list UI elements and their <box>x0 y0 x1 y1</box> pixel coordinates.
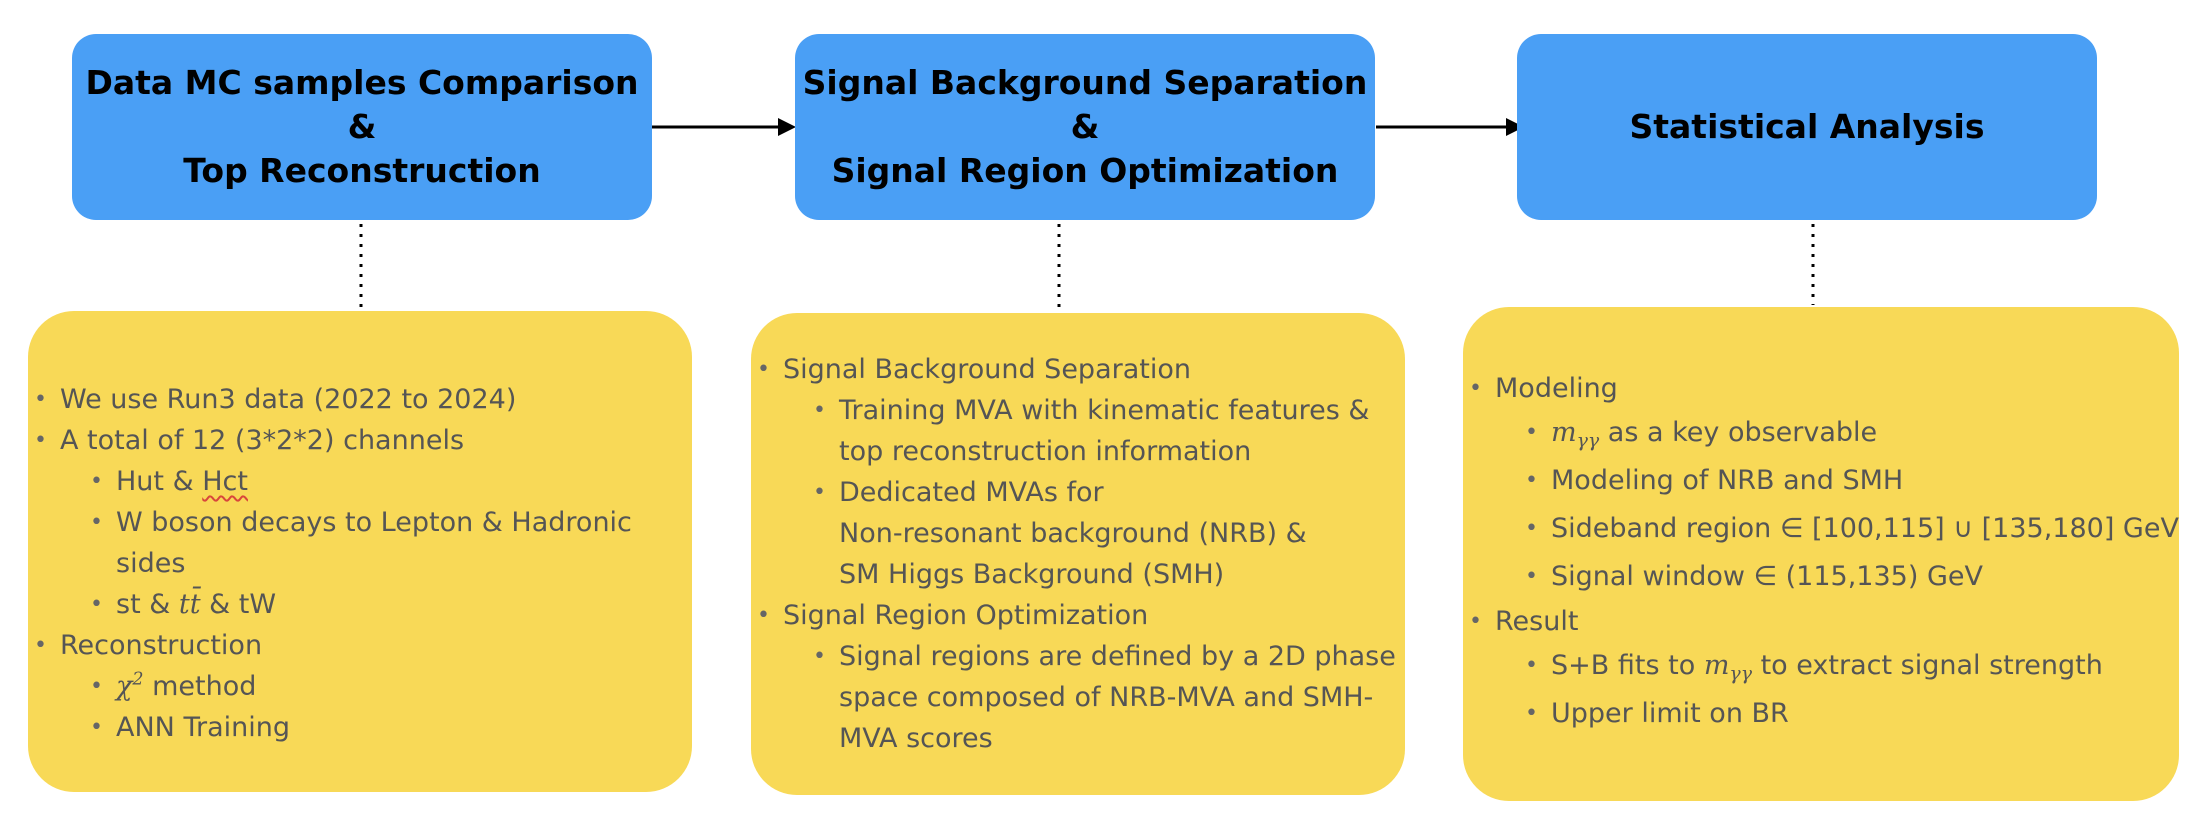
list-item: • Signal Background Separation <box>751 349 1405 390</box>
list-item: • W boson decays to Lepton & Hadronic si… <box>28 502 692 584</box>
panel-2-list: • Signal Background Separation • Trainin… <box>751 349 1405 759</box>
bullet-icon: • <box>90 592 103 617</box>
bullet-icon: • <box>813 644 826 669</box>
header-1-line-3: Top Reconstruction <box>183 151 541 190</box>
header-box-data-mc-comparison: Data MC samples Comparison & Top Reconst… <box>72 34 652 220</box>
spellcheck-underline: Hct <box>202 466 248 497</box>
bullet-icon: • <box>1525 564 1538 589</box>
header-1-line-1: Data MC samples Comparison <box>85 63 639 102</box>
bullet-icon: • <box>757 603 770 628</box>
math-m-gamma-gamma: mγγ <box>1551 417 1600 452</box>
list-item: • Signal regions are defined by a 2D pha… <box>751 636 1405 759</box>
header-1-line-2: & <box>347 107 377 146</box>
list-item: • We use Run3 data (2022 to 2024) <box>28 379 692 420</box>
panel-signal-background-details: • Signal Background Separation • Trainin… <box>751 313 1405 795</box>
list-item: • mγγ as a key observable <box>1463 409 2179 457</box>
bullet-icon: • <box>1469 376 1482 401</box>
list-item: • st & tt̄ & tW <box>28 584 692 625</box>
list-item: • Reconstruction <box>28 625 692 666</box>
list-item: • Modeling <box>1463 368 2179 409</box>
list-item: • Dedicated MVAs for Non-resonant backgr… <box>751 472 1405 595</box>
math-chi-squared: χ2 <box>116 669 144 702</box>
list-item: • A total of 12 (3*2*2) channels <box>28 420 692 461</box>
math-m-gamma-gamma: mγγ <box>1703 650 1753 685</box>
list-item: • Upper limit on BR <box>1463 690 2179 738</box>
panel-3-list: • Modeling • mγγ as a key observable • M… <box>1463 368 2179 738</box>
bullet-icon: • <box>90 469 103 494</box>
list-item: • ANN Training <box>28 707 692 748</box>
bullet-icon: • <box>813 398 826 423</box>
panel-statistical-details: • Modeling • mγγ as a key observable • M… <box>1463 307 2179 801</box>
bullet-icon: • <box>34 633 47 658</box>
list-item: • Training MVA with kinematic features &… <box>751 390 1405 472</box>
bullet-icon: • <box>34 387 47 412</box>
bullet-icon: • <box>1525 468 1538 493</box>
bullet-icon: • <box>1469 609 1482 634</box>
bullet-icon: • <box>813 480 826 505</box>
header-3-line-1: Statistical Analysis <box>1629 107 1985 146</box>
list-item: • Signal Region Optimization <box>751 595 1405 636</box>
header-box-statistical-analysis: Statistical Analysis <box>1517 34 2097 220</box>
flow-arrow-1 <box>646 118 796 136</box>
bullet-icon: • <box>90 674 103 699</box>
list-item: • Signal window ∈ (115,135) GeV <box>1463 553 2179 601</box>
list-item: • Sideband region ∈ [100,115] ∪ [135,180… <box>1463 505 2179 553</box>
bullet-icon: • <box>90 510 103 535</box>
panel-data-mc-details: • We use Run3 data (2022 to 2024) • A to… <box>28 311 692 792</box>
header-2-line-1: Signal Background Separation <box>802 63 1368 102</box>
bullet-icon: • <box>1525 420 1538 445</box>
bullet-icon: • <box>34 428 47 453</box>
list-item: • S+B fits to mγγ to extract signal stre… <box>1463 642 2179 690</box>
list-item: • Modeling of NRB and SMH <box>1463 457 2179 505</box>
bullet-icon: • <box>90 715 103 740</box>
list-item: • χ2 method <box>28 666 692 707</box>
header-2-line-3: Signal Region Optimization <box>831 151 1339 190</box>
header-box-signal-background-separation: Signal Background Separation & Signal Re… <box>795 34 1375 220</box>
bullet-icon: • <box>1525 653 1538 678</box>
bullet-icon: • <box>1525 516 1538 541</box>
bullet-icon: • <box>1525 701 1538 726</box>
list-item: • Result <box>1463 601 2179 642</box>
bullet-icon: • <box>757 357 770 382</box>
math-ttbar: tt̄ <box>178 589 201 620</box>
flow-arrow-2 <box>1376 118 1524 136</box>
list-item: • Hut & Hct <box>28 461 692 502</box>
header-2-line-2: & <box>1070 107 1100 146</box>
panel-1-list: • We use Run3 data (2022 to 2024) • A to… <box>28 379 692 748</box>
